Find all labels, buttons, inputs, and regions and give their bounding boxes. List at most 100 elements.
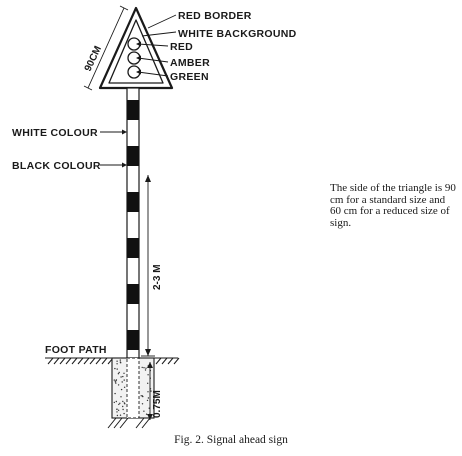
stipple-dot xyxy=(122,375,124,378)
figure-caption: Fig. 2. Signal ahead sign xyxy=(174,434,288,446)
stipple-dot xyxy=(144,369,147,371)
hatch-stroke xyxy=(65,357,72,365)
stipple-dot xyxy=(116,414,119,417)
stipple-dot xyxy=(121,381,123,383)
stipple-dot xyxy=(117,373,120,375)
green-label: GREEN xyxy=(170,71,209,83)
stipple-dot xyxy=(116,360,118,362)
stipple-dot xyxy=(120,396,122,398)
pit-bottom-hatch xyxy=(107,417,151,429)
stipple-dot xyxy=(147,391,149,393)
stipple-dot xyxy=(148,407,150,409)
black-band xyxy=(127,146,139,166)
hatch-stroke xyxy=(101,357,108,365)
pole-outline xyxy=(126,87,140,359)
amber-label: AMBER xyxy=(170,57,210,69)
pole-height-dimension: 2-3 M xyxy=(141,175,163,357)
sign-inner-border xyxy=(108,19,164,84)
sign-leaders xyxy=(137,14,177,77)
stipple-dot xyxy=(146,399,149,402)
stipple-dot xyxy=(150,390,152,392)
embedment-depth-label: 0.75M xyxy=(152,390,163,418)
stipple-dot xyxy=(145,367,147,369)
red-border-leader xyxy=(147,14,177,29)
stipple-dot xyxy=(117,384,120,386)
black-band xyxy=(127,100,139,120)
hatch-stroke xyxy=(47,357,54,365)
stipple-dot xyxy=(118,403,120,406)
stipple-dot xyxy=(113,401,116,404)
stipple-dot xyxy=(116,411,118,413)
white-colour-label: WHITE COLOUR xyxy=(12,127,98,139)
pole-height-label: 2-3 M xyxy=(152,264,163,290)
stipple-dot xyxy=(113,379,116,381)
stipple-dot xyxy=(114,367,116,370)
hatch-stroke xyxy=(89,357,96,365)
stipple-dot xyxy=(123,386,126,388)
stipple-dot xyxy=(123,412,125,415)
stipple-dot xyxy=(123,379,125,381)
amber-leader xyxy=(137,57,169,63)
hatch-stroke xyxy=(155,357,162,365)
pole xyxy=(126,87,140,359)
red-border-label: RED BORDER xyxy=(178,10,252,22)
hatch-stroke xyxy=(59,357,66,365)
stipple-dot xyxy=(114,381,117,383)
red-leader xyxy=(137,43,169,47)
stipple-dot xyxy=(119,359,122,361)
foundation xyxy=(107,357,155,429)
black-band xyxy=(127,284,139,304)
stipple-dot xyxy=(140,395,142,397)
ground xyxy=(45,357,180,365)
stipple-dot xyxy=(120,388,123,391)
stipple-dot xyxy=(123,402,126,404)
stipple-dot xyxy=(115,380,117,382)
embedment-dimension: 0.75M xyxy=(147,362,163,420)
embedded-pole xyxy=(126,357,140,419)
green-leader xyxy=(137,71,169,77)
hatch-stroke xyxy=(71,357,78,365)
stipple-dot xyxy=(122,400,124,403)
stipple-dot xyxy=(120,376,122,378)
stipple-dot xyxy=(116,368,118,370)
white-background-leader xyxy=(141,31,177,37)
stipple-dot xyxy=(119,414,122,416)
hatch-stroke xyxy=(95,357,102,365)
stipple-dot xyxy=(119,402,121,404)
foot-path-label: FOOT PATH xyxy=(45,344,107,356)
black-band xyxy=(127,192,139,212)
hatch-stroke xyxy=(161,357,168,365)
white-background-label: WHITE BACKGROUND xyxy=(178,28,297,40)
hatch-stroke xyxy=(77,357,84,365)
hatch-stroke xyxy=(173,357,180,365)
pole-leaders xyxy=(100,131,126,166)
stipple-dot xyxy=(118,371,120,374)
black-band xyxy=(127,330,139,350)
stipple-dot xyxy=(119,361,122,363)
stipple-dot xyxy=(114,392,116,395)
stipple-dot xyxy=(117,409,120,411)
stipple-dot xyxy=(115,400,118,403)
hatch-stroke xyxy=(83,357,90,365)
stipple-dot xyxy=(145,413,148,415)
pole-leader-arrows xyxy=(122,129,127,168)
stipple-dot xyxy=(116,408,118,410)
stipple-dot xyxy=(147,397,150,399)
ground-hatching xyxy=(47,357,180,365)
stipple-dot xyxy=(115,382,117,384)
stipple-dot xyxy=(143,367,145,369)
stipple-dot xyxy=(143,410,145,412)
stipple-dot xyxy=(122,405,124,408)
sign-leader-arrows xyxy=(136,41,141,75)
black-colour-label: BLACK COLOUR xyxy=(12,160,101,172)
stipple-dot xyxy=(147,374,149,376)
stipple-dot xyxy=(147,382,149,384)
triangular-sign xyxy=(98,6,174,90)
stipple-dot xyxy=(141,395,144,397)
stipple-dot xyxy=(141,403,144,405)
black-band xyxy=(127,238,139,258)
triangle-size-note: The side of the triangle is 90 cm for a … xyxy=(330,182,456,229)
stipple-dot xyxy=(123,372,125,374)
